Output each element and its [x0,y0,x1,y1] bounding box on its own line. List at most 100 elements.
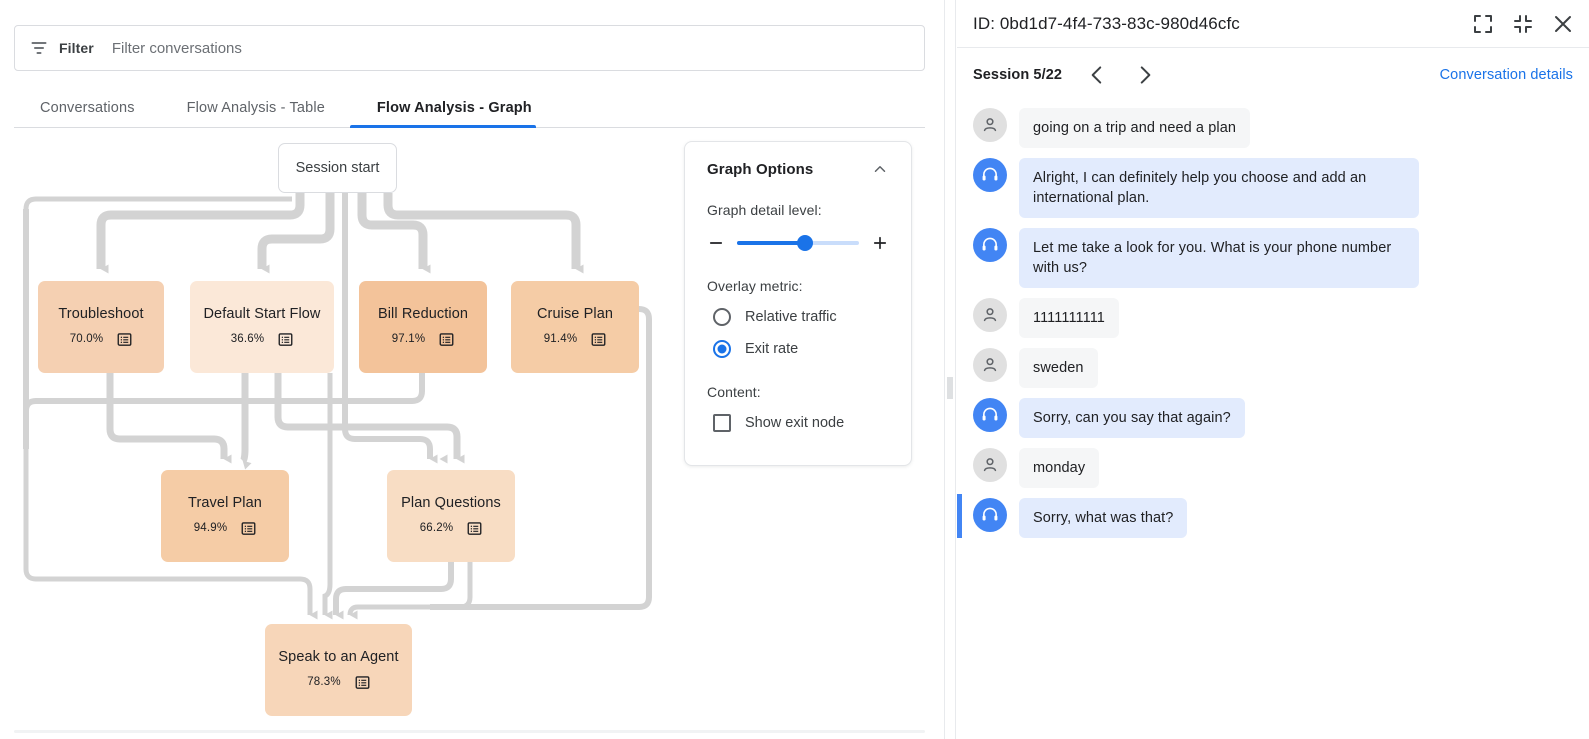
agent-avatar [973,228,1007,262]
chat-message-user[interactable]: monday [973,448,1573,488]
node-percent: 66.2% [419,522,454,535]
chat-message-bubble: 1111111111 [1019,298,1119,338]
conversation-panel: ID: 0bd1d7-4f4-733-83c-980d46cfc Session… [957,0,1589,739]
slider-thumb[interactable] [797,235,814,251]
user-avatar [973,108,1007,142]
tab-flow-analysis-table[interactable]: Flow Analysis - Table [186,100,325,116]
graph-node-cruise-plan[interactable]: Cruise Plan 91.4% [511,281,639,373]
panel-splitter[interactable] [944,0,956,739]
chat-message-bubble: Sorry, can you say that again? [1019,398,1245,438]
node-meta: 97.1% [392,332,455,347]
node-meta: 70.0% [70,332,133,347]
chat-message-agent[interactable]: Sorry, what was that? [957,494,1573,538]
user-avatar [973,448,1007,482]
tab-conversations[interactable]: Conversations [40,100,135,116]
chat-message-bubble: monday [1019,448,1100,488]
filter-bar[interactable]: Filter [14,25,925,71]
agent-avatar [973,158,1007,192]
node-percent: 36.6% [230,333,265,346]
node-percent: 70.0% [69,333,104,346]
chat-message-user[interactable]: sweden [973,348,1573,388]
filter-input[interactable] [111,39,712,57]
graph-options-header: Graph Options [707,160,889,178]
graph-node-travel-plan[interactable]: Travel Plan 94.9% [161,470,289,562]
graph-node-speak-to-an-agent[interactable]: Speak to an Agent 78.3% [265,624,412,716]
list-alt-icon[interactable] [467,521,482,536]
chat-message-agent[interactable]: Sorry, can you say that again? [973,398,1573,438]
chevron-right-icon[interactable] [1132,62,1158,88]
graph-node-bill-reduction[interactable]: Bill Reduction 97.1% [359,281,487,373]
node-percent: 91.4% [543,333,578,346]
graph-node-plan-questions[interactable]: Plan Questions 66.2% [387,470,515,562]
agent-avatar [973,398,1007,432]
node-percent: 97.1% [391,333,426,346]
radio-indicator[interactable] [713,308,731,326]
chevron-left-icon[interactable] [1084,62,1110,88]
person-icon [983,118,997,132]
list-alt-icon[interactable] [278,332,293,347]
slider-fill [737,241,806,245]
node-title: Speak to an Agent [278,649,399,666]
graph-detail-level-label: Graph detail level: [707,202,822,218]
user-avatar [973,348,1007,382]
content-label: Content: [707,384,761,400]
overlay-metric-label: Overlay metric: [707,278,803,294]
chat-message-agent[interactable]: Let me take a look for you. What is your… [973,228,1573,288]
radio-relative-traffic[interactable]: Relative traffic [707,308,889,326]
left-pane: Filter Conversations Flow Analysis - Tab… [0,0,944,739]
list-alt-icon[interactable] [241,521,256,536]
tab-bar: Conversations Flow Analysis - Table Flow… [14,88,925,128]
tab-active-indicator [350,125,536,128]
chat-message-bubble: going on a trip and need a plan [1019,108,1251,148]
chat-message-user[interactable]: going on a trip and need a plan [973,108,1573,148]
graph-detail-level-control [707,234,889,252]
flow-graph-canvas[interactable]: Session start Troubleshoot 70.0% Default… [0,129,944,729]
chevron-up-icon[interactable] [871,160,889,178]
checkbox-indicator[interactable] [713,414,731,432]
tab-flow-analysis-graph[interactable]: Flow Analysis - Graph [376,100,532,116]
close-icon[interactable] [1551,12,1575,36]
chat-message-user[interactable]: 1111111111 [973,298,1573,338]
compress-icon[interactable] [1511,12,1535,36]
chat-message-agent[interactable]: Alright, I can definitely help you choos… [973,158,1573,218]
conversation-id: ID: 0bd1d7-4f4-733-83c-980d46cfc [973,13,1240,33]
headset-icon [982,407,998,421]
graph-node-session-start[interactable]: Session start [278,143,397,193]
headset-icon [982,507,998,521]
node-title: Troubleshoot [58,306,144,323]
conversation-panel-header: ID: 0bd1d7-4f4-733-83c-980d46cfc [957,0,1589,48]
horizontal-scrollbar[interactable] [14,730,925,733]
graph-options-panel: Graph Options Graph detail level: [684,141,912,466]
list-alt-icon[interactable] [439,332,454,347]
expand-icon[interactable] [1471,12,1495,36]
node-percent: 78.3% [307,676,341,689]
list-alt-icon[interactable] [591,332,606,347]
node-meta: 94.9% [194,521,257,536]
radio-label: Relative traffic [745,309,837,325]
splitter-grip-icon[interactable] [947,377,953,399]
chat-message-bubble: Alright, I can definitely help you choos… [1019,158,1419,218]
minus-icon[interactable] [707,234,725,252]
node-title: Plan Questions [401,495,501,512]
list-alt-icon[interactable] [117,332,132,347]
graph-options-title: Graph Options [707,160,814,178]
node-meta: 91.4% [544,332,607,347]
filter-icon [31,42,47,54]
node-title: Cruise Plan [536,306,614,323]
radio-indicator[interactable] [713,340,731,358]
headset-icon [982,167,998,181]
person-icon [983,308,997,322]
checkbox-show-exit-node[interactable]: Show exit node [707,414,889,432]
session-counter: Session 5/22 [973,67,1063,83]
graph-node-default-start-flow[interactable]: Default Start Flow 36.6% [190,281,334,373]
plus-icon[interactable] [871,234,889,252]
radio-exit-rate[interactable]: Exit rate [707,340,889,358]
headset-icon [982,237,998,251]
list-alt-icon[interactable] [355,675,370,690]
chat-message-bubble: Sorry, what was that? [1019,498,1188,538]
graph-node-troubleshoot[interactable]: Troubleshoot 70.0% [38,281,164,373]
conversation-details-link[interactable]: Conversation details [1439,67,1573,83]
node-meta: 66.2% [420,521,483,536]
graph-detail-slider[interactable] [737,235,859,251]
